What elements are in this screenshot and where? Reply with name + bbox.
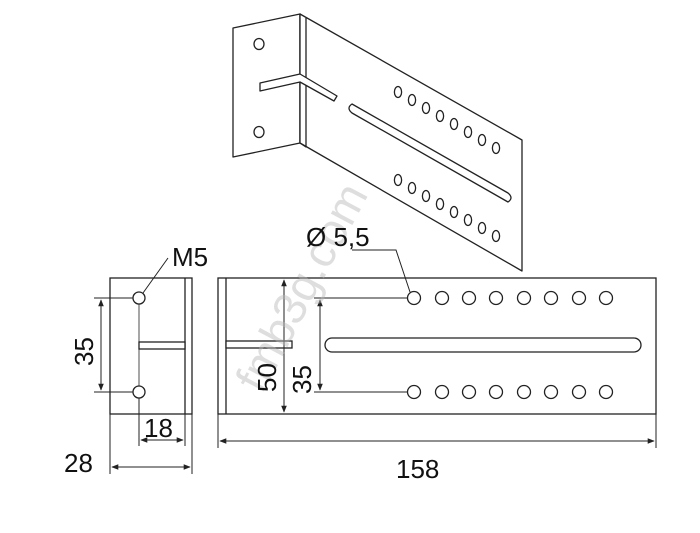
iso-flange-hole (253, 37, 265, 51)
front-dimensions (217, 249, 657, 448)
front-slot (324, 337, 642, 353)
side-hole-top (132, 291, 146, 305)
iso-hole-row-lower (393, 173, 501, 243)
label-side-depth: 28 (64, 448, 93, 478)
label-front-hole-spacing: 35 (287, 365, 317, 394)
side-rib (138, 341, 186, 350)
label-plate-height: 50 (252, 363, 282, 392)
iso-slot (348, 103, 512, 203)
side-view (109, 277, 193, 415)
front-hole-row-upper (406, 290, 614, 306)
label-thread-m5: M5 (172, 242, 208, 272)
label-hole-diameter: Ø 5,5 (306, 222, 370, 252)
side-dimensions (94, 257, 193, 474)
front-view (217, 277, 657, 415)
isometric-view (232, 13, 523, 272)
front-flange-stub (225, 340, 293, 349)
label-side-offset: 18 (144, 413, 173, 443)
label-plate-length: 158 (396, 454, 439, 484)
iso-hole-row-upper (393, 85, 501, 155)
front-hole-row-lower (406, 384, 614, 400)
label-side-hole-spacing: 35 (69, 337, 99, 366)
iso-rib (259, 73, 338, 102)
iso-flange-hole (253, 125, 265, 139)
side-hole-bottom (132, 385, 146, 399)
